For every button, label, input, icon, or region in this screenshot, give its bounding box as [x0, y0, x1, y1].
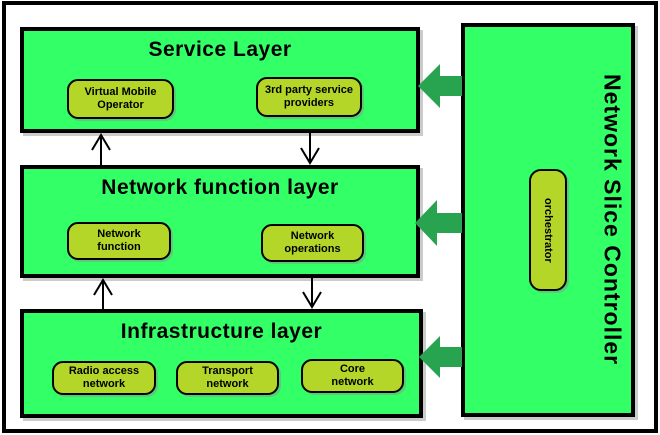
- network-slice-controller-box: orchestrator Network Slice Controller: [461, 23, 635, 417]
- third-party-service-providers-label: 3rd party service providers: [264, 84, 354, 109]
- orchestrator-node: orchestrator: [529, 169, 567, 291]
- core-network-label: Core network: [331, 363, 374, 388]
- network-function-node: Network function: [67, 222, 171, 260]
- infrastructure-layer-box: Infrastructure layer Radio access networ…: [20, 309, 423, 418]
- third-party-service-providers-node: 3rd party service providers: [256, 77, 362, 117]
- transport-network-node: Transport network: [176, 361, 279, 395]
- infrastructure-layer-title: Infrastructure layer: [120, 320, 323, 343]
- network-operations-label: Network operations: [284, 230, 341, 255]
- radio-access-network-node: Radio access network: [52, 361, 156, 395]
- network-operations-node: Network operations: [261, 224, 364, 262]
- network-function-label: Network function: [97, 228, 141, 253]
- service-layer-box: Service Layer Virtual Mobile Operator 3r…: [20, 27, 420, 133]
- orchestrator-label: orchestrator: [542, 197, 554, 263]
- virtual-mobile-operator-label: Virtual Mobile Operator: [84, 86, 157, 111]
- core-network-node: Core network: [301, 359, 404, 393]
- network-function-layer-box: Network function layer Network function …: [20, 165, 420, 278]
- transport-network-label: Transport network: [202, 365, 253, 390]
- virtual-mobile-operator-node: Virtual Mobile Operator: [67, 79, 174, 119]
- radio-access-network-label: Radio access network: [68, 365, 140, 390]
- network-slice-controller-title: Network Slice Controller: [599, 74, 626, 366]
- service-layer-title: Service Layer: [148, 38, 292, 61]
- network-function-layer-title: Network function layer: [101, 176, 339, 199]
